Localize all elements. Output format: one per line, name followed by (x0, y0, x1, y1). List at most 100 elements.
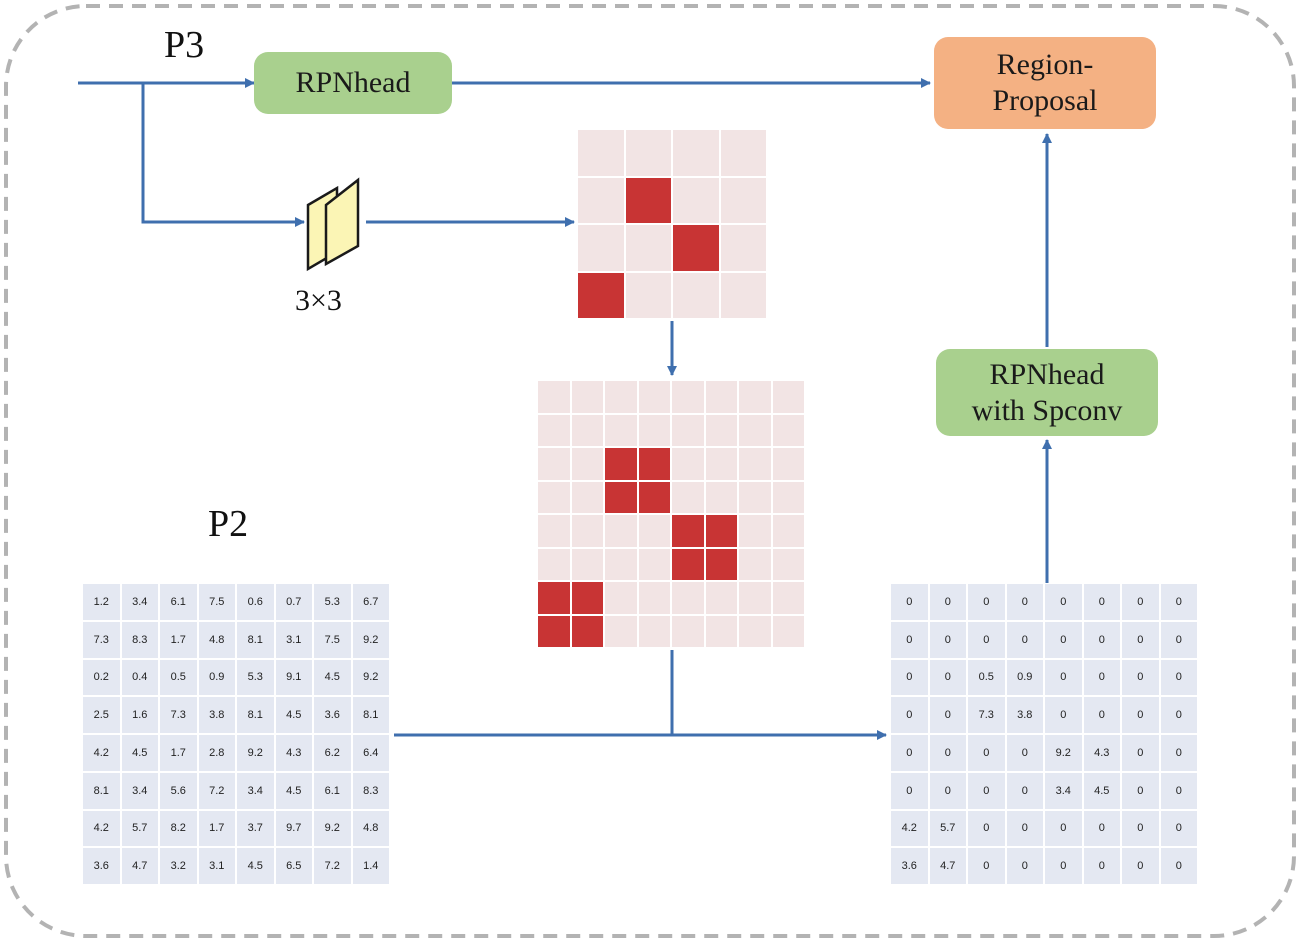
mask-cell (538, 548, 570, 580)
mask-cell (638, 615, 670, 647)
matrix-cell: 0 (968, 735, 1005, 771)
matrix-cell: 0 (968, 772, 1005, 809)
matrix-cell: 0 (891, 697, 928, 733)
rpnhead-label: RPNhead (295, 66, 411, 99)
p3-label: P3 (164, 24, 205, 66)
matrix-cell: 8.1 (83, 772, 120, 809)
mask-cell-active (673, 225, 719, 271)
large-mask-grid (538, 381, 804, 647)
matrix-cell: 0 (968, 848, 1005, 884)
mask-cell (705, 615, 737, 647)
matrix-cell: 0 (1122, 848, 1159, 884)
matrix-cell: 8.2 (160, 810, 197, 847)
mask-cell-active (625, 177, 671, 223)
matrix-cell: 0 (1083, 584, 1120, 620)
matrix-cell: 3.8 (198, 697, 235, 733)
region-proposal-line1: Region- (996, 48, 1094, 81)
matrix-cell: 8.3 (352, 772, 389, 809)
matrix-cell: 4.2 (83, 735, 120, 771)
matrix-cell: 0.9 (1006, 659, 1043, 696)
mask-cell (739, 615, 771, 647)
matrix-cell: 4.5 (237, 848, 274, 884)
mask-cell (638, 582, 670, 614)
matrix-cell: 0 (1006, 848, 1043, 884)
matrix-cell: 0 (1122, 659, 1159, 696)
matrix-cell: 0.5 (160, 659, 197, 696)
mask-cell-active (705, 515, 737, 547)
matrix-cell: 5.3 (314, 584, 351, 620)
matrix-cell: 4.5 (275, 772, 312, 809)
p2-label: P2 (208, 503, 249, 545)
mask-cell (705, 448, 737, 480)
rpnhead-spconv-node: RPNhead with Spconv (936, 349, 1158, 436)
matrix-cell: 0 (1122, 735, 1159, 771)
matrix-cell: 0 (1006, 735, 1043, 771)
mask-cell (673, 272, 719, 318)
mask-cell (538, 481, 570, 513)
matrix-cell: 3.7 (237, 810, 274, 847)
mask-cell-active (571, 582, 603, 614)
kernel-size-label: 3×3 (295, 284, 342, 317)
mask-cell (720, 225, 766, 271)
matrix-cell: 0 (1160, 584, 1197, 620)
mask-cell (625, 272, 671, 318)
matrix-cell: 8.1 (237, 621, 274, 658)
matrix-cell: 0 (968, 621, 1005, 658)
matrix-cell: 3.1 (275, 621, 312, 658)
mask-cell (739, 582, 771, 614)
mask-cell-active (605, 448, 637, 480)
matrix-cell: 0 (929, 735, 966, 771)
matrix-cell: 4.5 (314, 659, 351, 696)
mask-cell-active (538, 615, 570, 647)
mask-cell (605, 414, 637, 446)
matrix-cell: 8.3 (121, 621, 158, 658)
matrix-cell: 0.6 (237, 584, 274, 620)
mask-cell (772, 414, 804, 446)
mask-cell (720, 130, 766, 176)
matrix-cell: 6.2 (314, 735, 351, 771)
matrix-cell: 4.5 (1083, 772, 1120, 809)
matrix-cell: 3.2 (160, 848, 197, 884)
matrix-cell: 0.7 (275, 584, 312, 620)
matrix-cell: 0.2 (83, 659, 120, 696)
mask-cell (705, 414, 737, 446)
matrix-cell: 4.7 (121, 848, 158, 884)
matrix-cell: 0 (1045, 659, 1082, 696)
mask-cell (571, 481, 603, 513)
matrix-cell: 5.7 (929, 810, 966, 847)
matrix-cell: 0 (1160, 735, 1197, 771)
matrix-cell: 0.9 (198, 659, 235, 696)
mask-cell (673, 130, 719, 176)
mask-cell (605, 582, 637, 614)
matrix-cell: 9.7 (275, 810, 312, 847)
matrix-cell: 0 (1083, 810, 1120, 847)
matrix-cell: 0 (1045, 697, 1082, 733)
mask-cell (739, 548, 771, 580)
branch-to-conv (141, 83, 305, 227)
matrix-cell: 0 (1122, 772, 1159, 809)
matrix-cell: 3.6 (891, 848, 928, 884)
matrix-cell: 4.3 (275, 735, 312, 771)
matrix-cell: 4.2 (891, 810, 928, 847)
matrix-cell: 0 (1083, 697, 1120, 733)
matrix-cell: 7.3 (83, 621, 120, 658)
matrix-cell: 0 (891, 735, 928, 771)
matrix-cell: 0 (891, 621, 928, 658)
mask-cell (673, 177, 719, 223)
matrix-cell: 3.4 (121, 584, 158, 620)
mask-cell (578, 225, 624, 271)
matrix-cell: 2.8 (198, 735, 235, 771)
matrix-cell: 9.2 (314, 810, 351, 847)
matrix-cell: 5.7 (121, 810, 158, 847)
mask-cell-active (638, 448, 670, 480)
matrix-cell: 0 (1160, 697, 1197, 733)
mask-cell-active (705, 548, 737, 580)
mask-cell (605, 615, 637, 647)
matrix-cell: 0 (1083, 621, 1120, 658)
mask-cell (672, 481, 704, 513)
matrix-cell: 1.2 (83, 584, 120, 620)
matrix-cell: 0 (968, 584, 1005, 620)
matrix-cell: 0 (929, 621, 966, 658)
mask-cell (720, 177, 766, 223)
mask-cell-active (672, 515, 704, 547)
